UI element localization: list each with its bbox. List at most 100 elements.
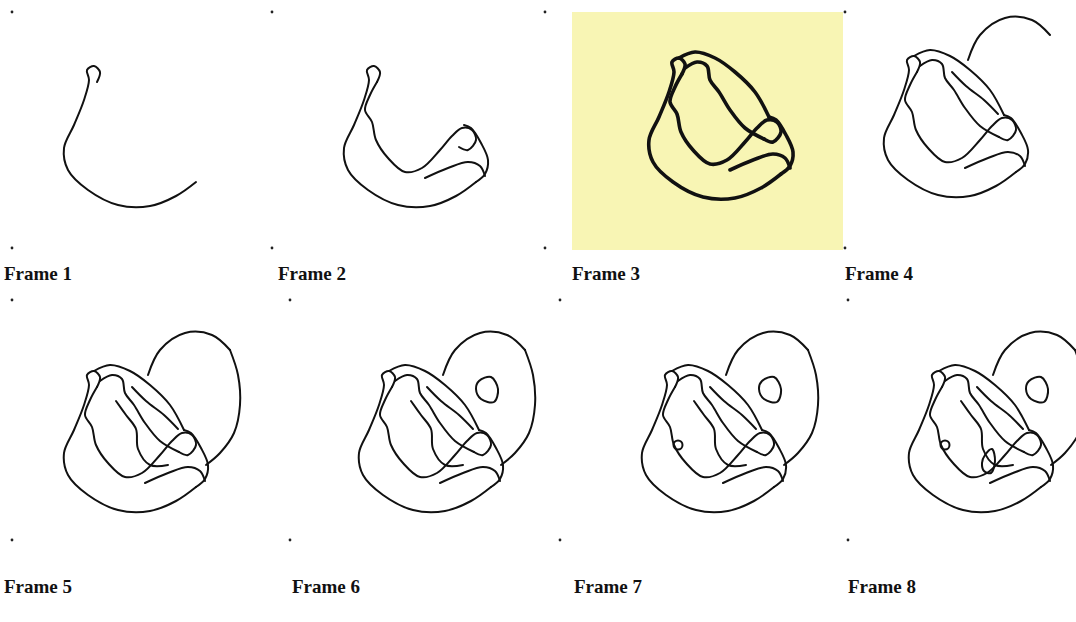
sketch-stroke [642, 371, 774, 512]
sketch-stroke [694, 401, 746, 466]
sketch-stroke [1029, 430, 1053, 487]
sketch-stroke [968, 17, 1050, 60]
sketch-frame [649, 52, 793, 199]
sketch-stroke [663, 387, 774, 477]
sketch-stroke [939, 365, 1029, 430]
sketch-stroke [1004, 115, 1028, 172]
sketch-stroke [443, 332, 525, 375]
sketch-stroke [145, 467, 205, 483]
corner-dot [847, 539, 850, 542]
corner-dot [271, 11, 274, 14]
frame-label: Frame 1 [4, 264, 72, 285]
sketch-stroke [206, 350, 240, 465]
corner-dots [11, 11, 850, 542]
sketch-frame [884, 17, 1050, 197]
sketch-stroke [94, 365, 184, 430]
sketch-stroke [977, 387, 1023, 429]
sketch-stroke [1051, 350, 1076, 465]
sketch-stroke [909, 371, 1041, 512]
corner-dot [559, 539, 562, 542]
sketch-stroke [993, 332, 1075, 375]
sketch-frame [344, 66, 488, 207]
frame-label: Frame 8 [848, 577, 916, 598]
sketch-frame [642, 332, 818, 512]
sketch-drawings [64, 17, 1076, 512]
sketch-stroke [64, 66, 196, 207]
corner-dot [11, 299, 14, 302]
sketch-stroke [884, 56, 1016, 197]
sketch-stroke [670, 74, 781, 164]
frame-label: Frame 7 [574, 577, 642, 598]
frame-label: Frame 6 [292, 577, 360, 598]
sketch-frame [64, 66, 196, 207]
corner-dot [559, 299, 562, 302]
sketch-stroke [730, 154, 790, 170]
sketch-stroke [389, 365, 479, 430]
sketch-stroke [914, 50, 1004, 115]
sketch-stroke [769, 117, 793, 174]
sketch-stroke [380, 387, 491, 477]
sketch-stroke [395, 375, 474, 452]
sketch-stroke [905, 72, 1016, 162]
corner-dot [847, 299, 850, 302]
frame-label: Frame 5 [4, 577, 72, 598]
sketch-hole [941, 441, 950, 450]
sketch-stroke [679, 52, 769, 117]
sketch-stroke [762, 430, 786, 487]
sketch-stroke [100, 375, 179, 452]
corner-dot [289, 539, 292, 542]
sketch-hole [674, 441, 683, 450]
sketch-stroke [359, 371, 491, 512]
sketch-stroke [945, 375, 1024, 452]
sketch-stroke [427, 387, 473, 429]
sketch-stroke [411, 401, 463, 466]
sketch-frame [909, 332, 1076, 512]
sketch-stroke [649, 58, 781, 199]
highlight-panel [572, 12, 843, 250]
sketch-stroke [64, 371, 196, 512]
corner-dot [271, 247, 274, 250]
corner-dot [11, 247, 14, 250]
sketch-stroke [184, 430, 208, 487]
sketch-stroke [476, 377, 498, 403]
sketch-stroke [982, 449, 995, 473]
sketch-stroke [501, 350, 535, 465]
sketch-stroke [930, 387, 1041, 477]
sketch-stroke [784, 350, 818, 465]
sketch-stroke [365, 82, 476, 172]
sketch-stroke [148, 332, 230, 375]
frame-label: Frame 2 [278, 264, 346, 285]
sketch-stroke [759, 377, 781, 403]
sketch-stroke [440, 467, 500, 483]
corner-dot [844, 11, 847, 14]
sketch-stroke [685, 62, 764, 139]
sketch-stroke [961, 401, 1013, 466]
sketch-stroke [464, 125, 488, 182]
corner-dot [544, 11, 547, 14]
frame-label: Frame 4 [845, 264, 913, 285]
sketch-stroke [672, 365, 762, 430]
sketch-stroke [132, 387, 178, 429]
corner-dot [11, 11, 14, 14]
sketch-stroke [678, 375, 757, 452]
corner-dot [844, 247, 847, 250]
sketch-stroke [116, 401, 168, 466]
sketch-stroke [726, 332, 808, 375]
sketch-stroke [920, 60, 999, 137]
sketch-stroke [479, 430, 503, 487]
sketch-stroke [723, 467, 783, 483]
corner-dot [289, 299, 292, 302]
sketch-stroke [965, 152, 1025, 168]
sketch-stroke [710, 387, 756, 429]
sketch-stroke [85, 387, 196, 477]
sketch-stroke [425, 162, 485, 178]
corner-dot [544, 247, 547, 250]
frame-label: Frame 3 [572, 264, 640, 285]
corner-dot [11, 539, 14, 542]
sketch-stroke [990, 467, 1050, 483]
sketch-frame [64, 332, 240, 512]
sketch-stroke [1026, 377, 1048, 403]
sketch-stroke [344, 66, 476, 207]
sketch-stroke [952, 72, 998, 114]
